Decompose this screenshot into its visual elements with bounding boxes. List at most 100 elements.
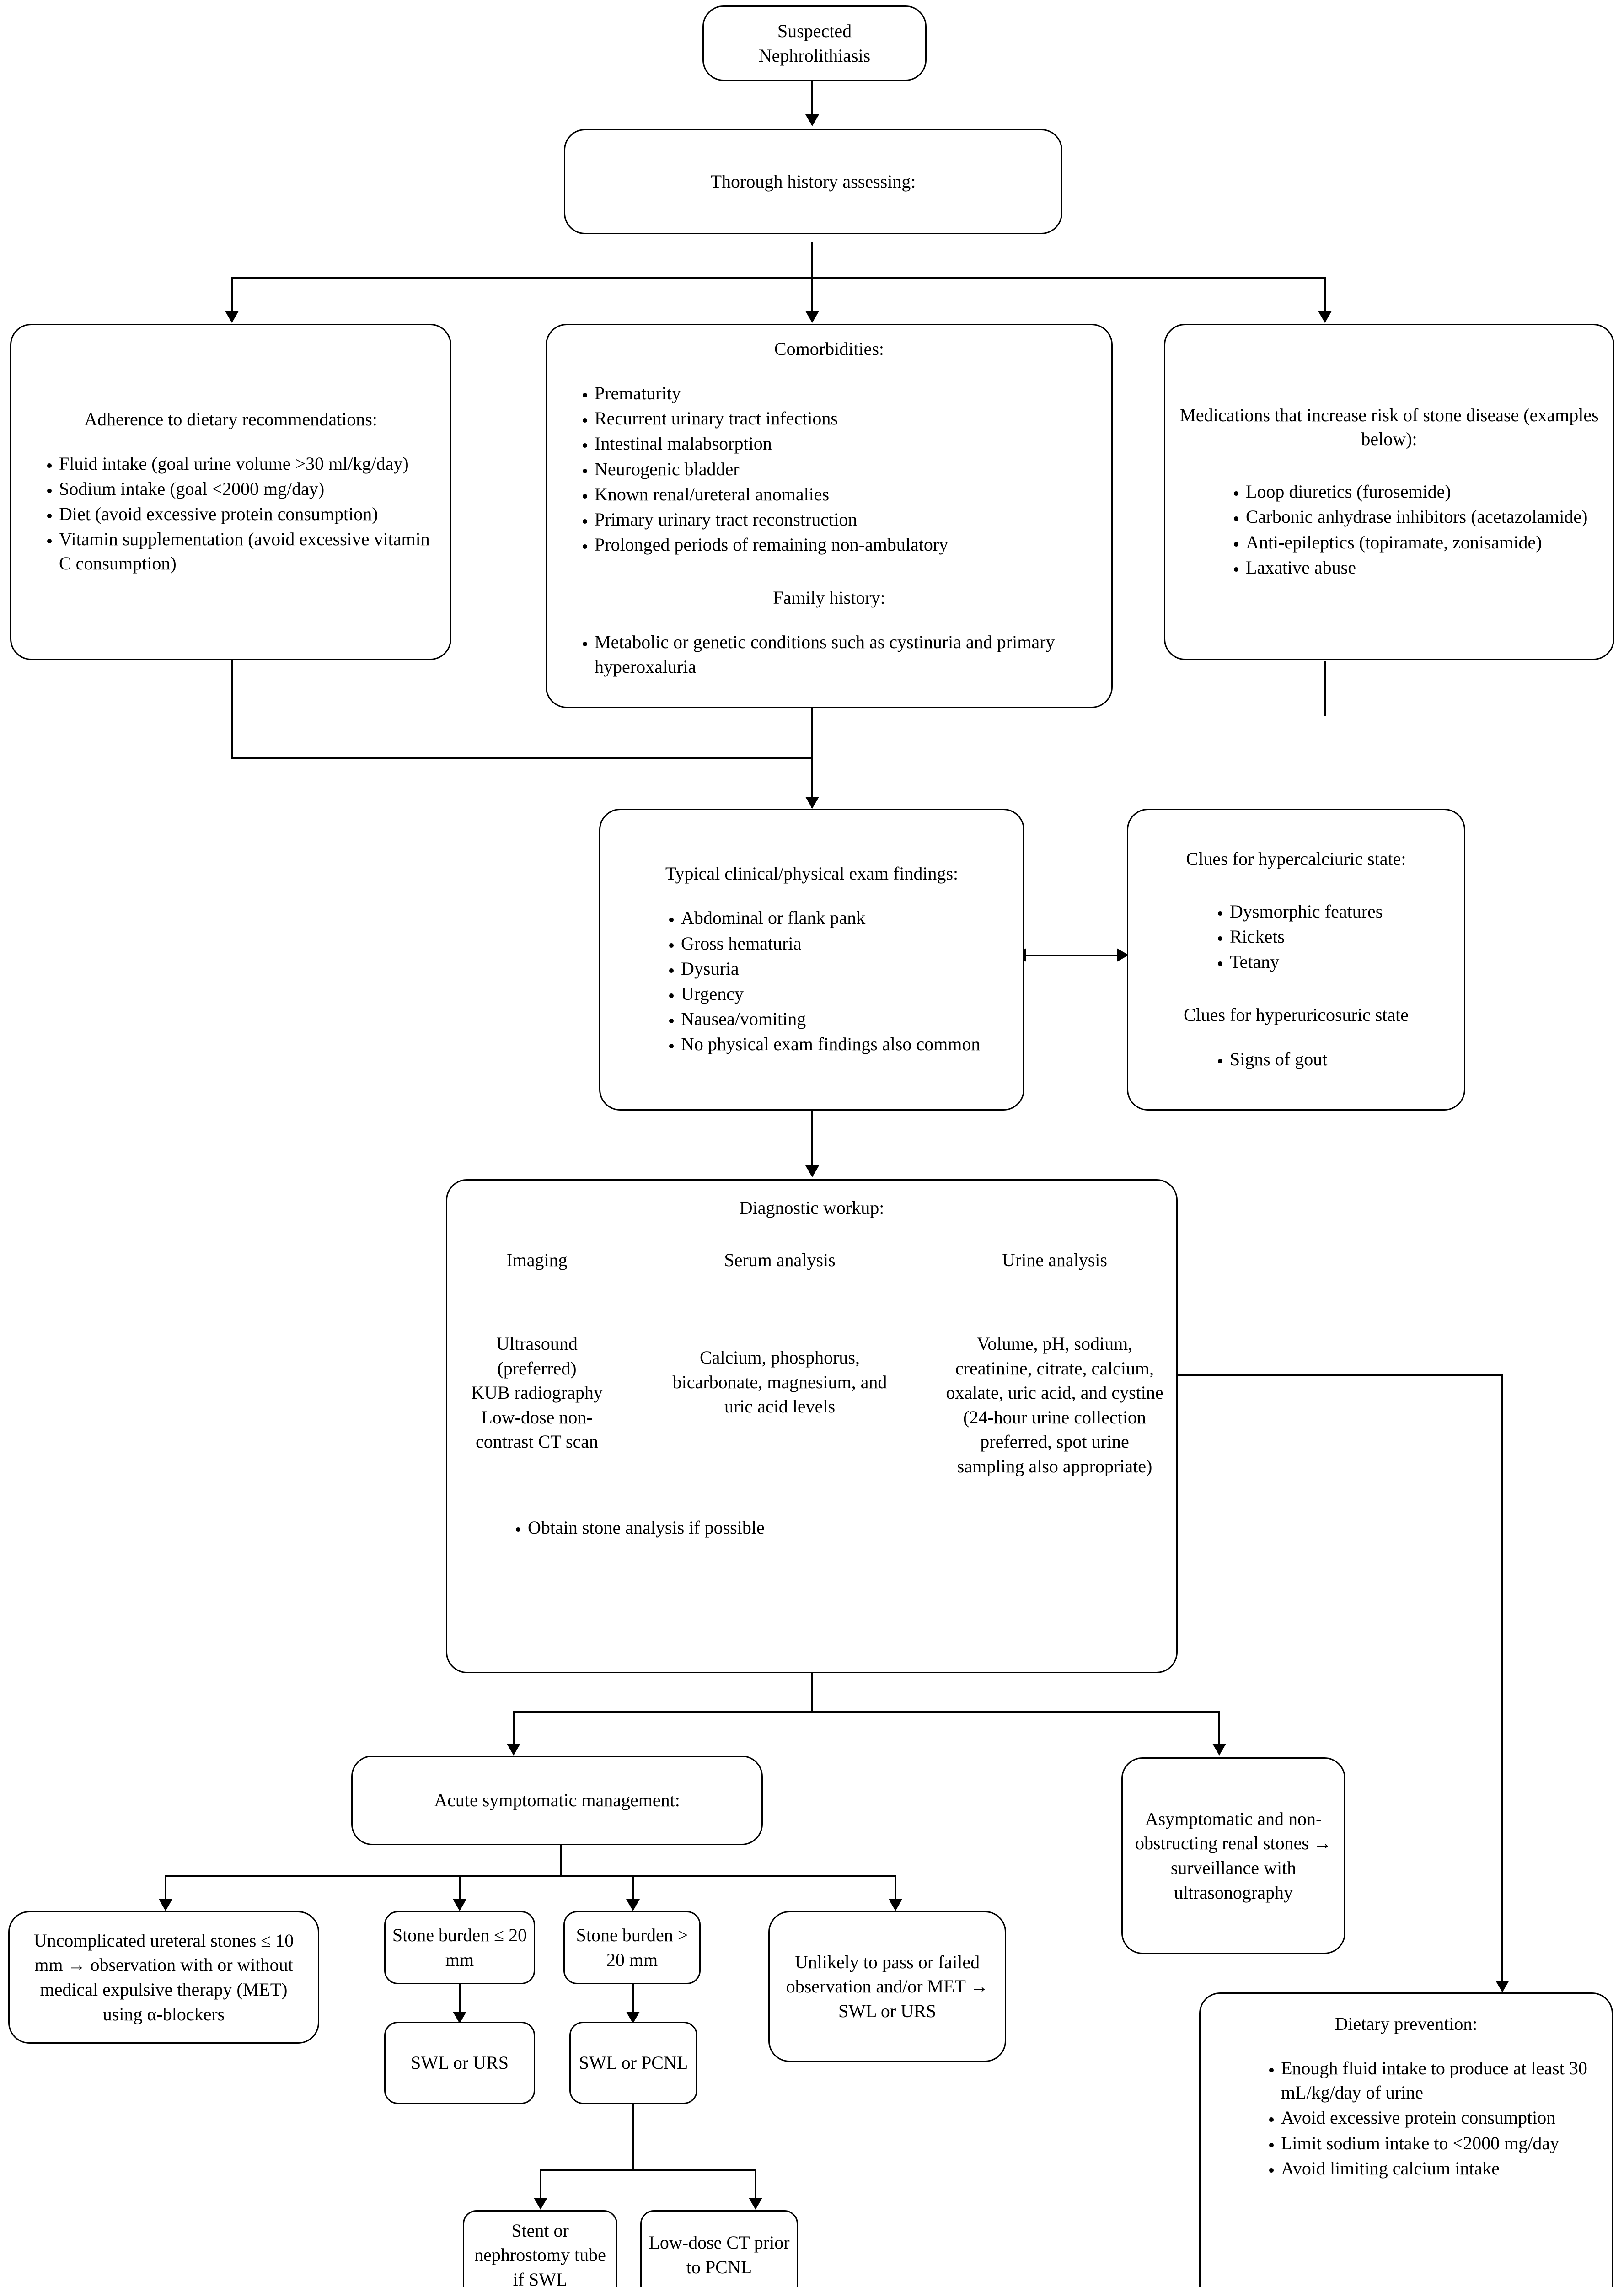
list-item: Known renal/ureteral anomalies (595, 482, 1099, 506)
arrowhead-comorbidities (805, 311, 819, 323)
workup-column-urine: Urine analysis Volume, pH, sodium, creat… (945, 1248, 1164, 1479)
list-item: Laxative abuse (1246, 555, 1601, 580)
connector-to-uncomplicated (165, 1875, 166, 1908)
connector-workup-right (1175, 1374, 1502, 1376)
arrowhead-history (805, 114, 819, 126)
comorbidities-title: Comorbidities: (774, 338, 884, 359)
dietary-adherence-list: Fluid intake (goal urine volume >30 ml/k… (23, 451, 438, 577)
list-item: Dysuria (681, 956, 1011, 981)
arrowhead-asymptomatic (1212, 1744, 1226, 1756)
node-swl-or-pcnl: SWL or PCNL (569, 2022, 697, 2104)
connector-pcnl-bus (540, 2169, 756, 2171)
node-dietary-adherence: Adherence to dietary recommendations: Fl… (10, 324, 451, 660)
node-suspected-nephrolithiasis: Suspected Nephrolithiasis (702, 5, 927, 81)
connector-workup-right-down (1501, 1374, 1503, 1990)
node-clues: Clues for hypercalciuric state: Dysmorph… (1127, 809, 1465, 1111)
list-item: Fluid intake (goal urine volume >30 ml/k… (59, 451, 438, 476)
list-item: Recurrent urinary tract infections (595, 406, 1099, 430)
list-item: Obtain stone analysis if possible (528, 1515, 1164, 1540)
exam-findings-list: Abdominal or flank pank Gross hematuria … (612, 906, 1011, 1057)
medications-title: Medications that increase risk of stone … (1179, 405, 1599, 450)
arrowhead-medications (1318, 311, 1332, 323)
node-lowdose-ct: Low-dose CT prior to PCNL (640, 2210, 798, 2287)
connector-exam-clues (1022, 955, 1127, 956)
list-item: No physical exam findings also common (681, 1032, 1011, 1056)
connector-to-acute (513, 1711, 515, 1753)
family-history-list: Metabolic or genetic conditions such as … (559, 630, 1099, 679)
connector-to-comorbidities (811, 277, 813, 320)
list-item: Abdominal or flank pank (681, 906, 1011, 930)
list-item: Sodium intake (goal <2000 mg/day) (59, 477, 438, 501)
uncomplicated-text: Uncomplicated ureteral stones ≤ 10 mm → … (33, 1930, 294, 2024)
arrowhead-burden-gt (626, 1899, 640, 1911)
connector-burdengt-to-swlpcnl (632, 1983, 634, 2019)
list-item: Urgency (681, 982, 1011, 1006)
arrowhead-dietary (225, 311, 239, 323)
dietary-adherence-title: Adherence to dietary recommendations: (84, 408, 377, 429)
family-history-title: Family history: (773, 587, 885, 608)
acute-management-title: Acute symptomatic management: (434, 1790, 680, 1810)
workup-title: Diagnostic workup: (739, 1197, 884, 1218)
workup-columns: Imaging Ultrasound (preferred) KUB radio… (459, 1248, 1164, 1479)
list-item: Gross hematuria (681, 931, 1011, 956)
workup-serum-body: Calcium, phosphorus, bicarbonate, magnes… (672, 1347, 887, 1417)
node-stone-burden-le-20: Stone burden ≤ 20 mm (384, 1911, 535, 1984)
connector-history-stem (811, 242, 813, 278)
connector-comorbidities-down (811, 707, 813, 808)
dietary-prevention-title: Dietary prevention: (1335, 2013, 1478, 2034)
connector-pcnl-stem (632, 2104, 634, 2170)
connector-to-medications (1324, 277, 1326, 320)
clues-hypercalciuric-title: Clues for hypercalciuric state: (1186, 848, 1406, 869)
connector-to-burden-le (459, 1875, 461, 1908)
node-medications: Medications that increase risk of stone … (1164, 324, 1614, 660)
connector-workup-bus (513, 1711, 1220, 1713)
connector-burdenle-to-swlurs (459, 1983, 461, 2019)
list-item: Anti-epileptics (topiramate, zonisamide) (1246, 530, 1601, 554)
arrowhead-burden-le (453, 1899, 466, 1911)
connector-to-dietary (231, 277, 233, 320)
node-acute-management: Acute symptomatic management: (351, 1756, 763, 1845)
node-diagnostic-workup: Diagnostic workup: Imaging Ultrasound (p… (446, 1179, 1178, 1673)
node-stent-nephrostomy: Stent or nephrostomy tube if SWL (463, 2210, 617, 2287)
list-item: Tetany (1230, 950, 1452, 974)
list-item: Intestinal malabsorption (595, 431, 1099, 456)
arrowhead-swl-pcnl (626, 2012, 640, 2024)
list-item: Metabolic or genetic conditions such as … (595, 630, 1099, 678)
list-item: Loop diuretics (furosemide) (1246, 479, 1601, 504)
list-item: Carbonic anhydrase inhibitors (acetazola… (1246, 505, 1601, 529)
stent-text: Stent or nephrostomy tube if SWL (474, 2220, 606, 2287)
list-item: Avoid excessive protein consumption (1281, 2105, 1600, 2130)
arrowhead-workup (805, 1165, 819, 1177)
connector-dietary-across (231, 757, 813, 759)
comorbidities-list: Prematurity Recurrent urinary tract infe… (559, 381, 1099, 558)
suspected-line2: Nephrolithiasis (758, 45, 871, 66)
node-dietary-prevention: Dietary prevention: Enough fluid intake … (1199, 1992, 1613, 2287)
arrowhead-unlikely (889, 1899, 902, 1911)
medications-list: Loop diuretics (furosemide) Carbonic anh… (1177, 479, 1601, 580)
list-item: Primary urinary tract reconstruction (595, 507, 1099, 531)
list-item: Rickets (1230, 924, 1452, 949)
connector-medications-down (1324, 661, 1326, 716)
unlikely-text: Unlikely to pass or failed observation a… (786, 1951, 989, 2021)
swl-urs-text: SWL or URS (410, 2052, 509, 2073)
dietary-prevention-list: Enough fluid intake to produce at least … (1212, 2056, 1600, 2181)
connector-dietary-down (231, 659, 233, 759)
arrowhead-uncomplicated (159, 1899, 172, 1911)
workup-imaging-header: Imaging (506, 1250, 568, 1270)
arrowhead-lowdose-ct (749, 2198, 762, 2210)
connector-workup-stem (811, 1671, 813, 1712)
clues-hypercalciuric-list: Dysmorphic features Rickets Tetany (1140, 899, 1452, 975)
lowdose-ct-text: Low-dose CT prior to PCNL (649, 2232, 790, 2277)
burden-gt20-text: Stone burden > 20 mm (576, 1925, 688, 1970)
workup-serum-header: Serum analysis (724, 1250, 836, 1270)
node-unlikely-to-pass: Unlikely to pass or failed observation a… (768, 1911, 1006, 2062)
history-title: Thorough history assessing: (710, 171, 916, 192)
connector-to-unlikely (895, 1875, 896, 1908)
workup-imaging-body: Ultrasound (preferred) KUB radiography L… (471, 1333, 603, 1452)
connector-to-lowdose-ct (755, 2169, 756, 2208)
exam-findings-title: Typical clinical/physical exam findings: (665, 863, 959, 884)
node-swl-or-urs: SWL or URS (384, 2022, 535, 2104)
connector-suspected-to-history (811, 80, 813, 120)
node-thorough-history: Thorough history assessing: (564, 129, 1062, 234)
